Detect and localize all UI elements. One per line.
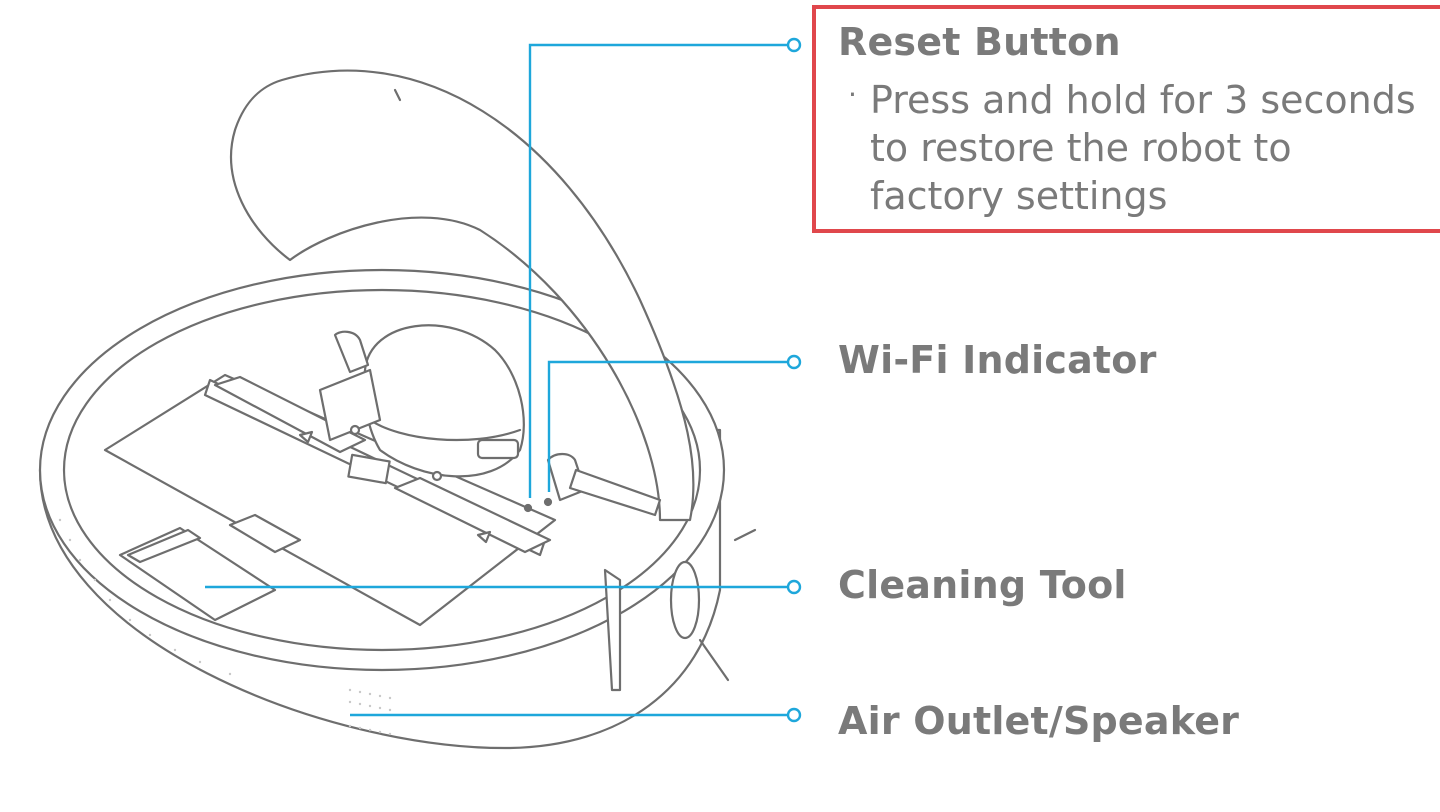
leader-dot-wifi (786, 354, 802, 370)
air-outlet-speaker-label: Air Outlet/Speaker (838, 699, 1240, 743)
leader-dot-reset (786, 37, 802, 53)
bullet-icon: · (848, 78, 857, 111)
cleaning-tool-label: Cleaning Tool (838, 563, 1127, 607)
filter-panel-right (393, 476, 552, 554)
leader-line-wifi (547, 360, 788, 492)
dust-bin (103, 373, 557, 627)
leader-dot-cleaning-tool (786, 579, 802, 595)
reset-button-label: Reset Button (838, 20, 1121, 64)
leader-dot-air-outlet (786, 707, 802, 723)
reset-button-description: Press and hold for 3 seconds to restore … (870, 78, 1416, 218)
wifi-indicator-label: Wi-Fi Indicator (838, 338, 1157, 382)
reset-highlight-box (812, 5, 1440, 233)
speaker-grille (58, 518, 392, 736)
robot-lid (230, 69, 695, 522)
leader-line-reset (528, 43, 788, 498)
filter-panel-left (213, 375, 367, 454)
